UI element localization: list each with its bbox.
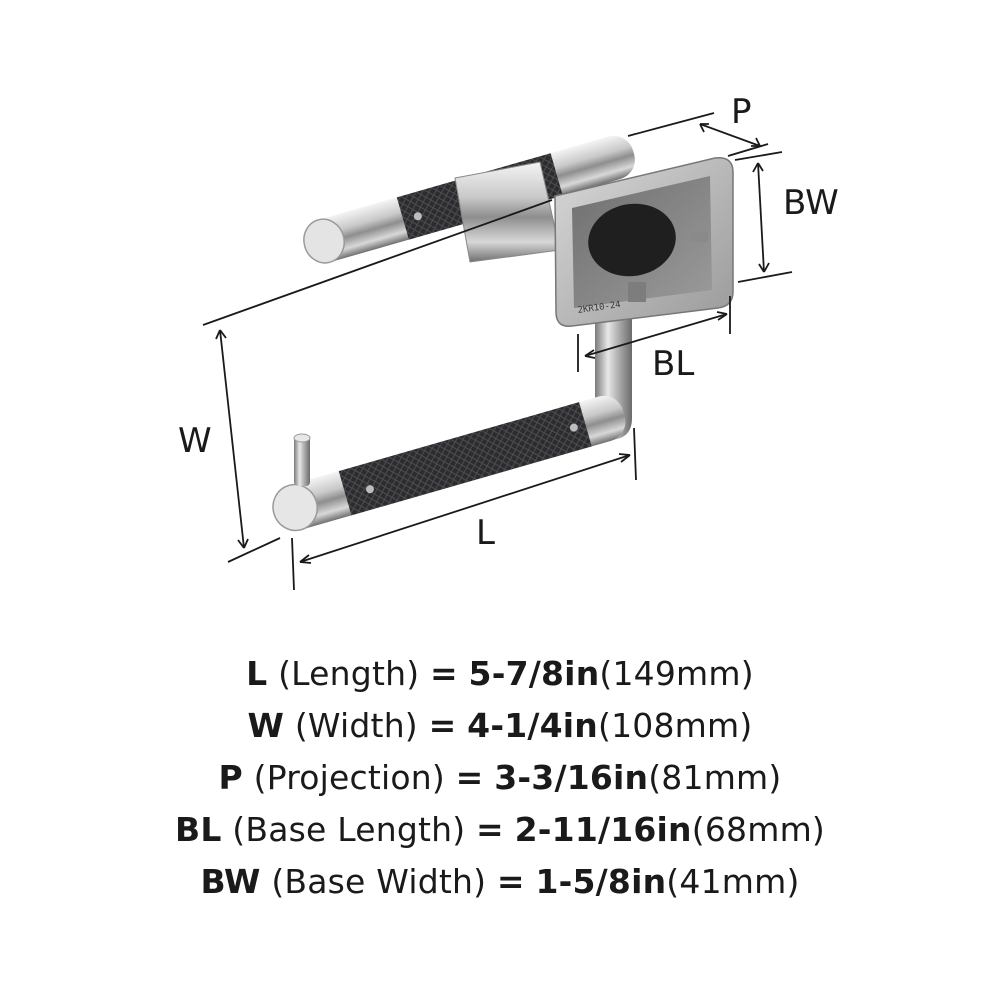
spec-equals: =: [429, 654, 458, 693]
spec-equals: =: [496, 862, 525, 901]
label-l: L: [476, 513, 495, 553]
dimension-bl: [577, 296, 731, 372]
spec-code: BW: [200, 862, 261, 901]
label-bw: BW: [783, 183, 839, 223]
spec-imperial: 4-1/4in: [467, 706, 598, 745]
spec-code: BL: [175, 810, 222, 849]
spec-metric: (108mm): [598, 706, 753, 745]
spec-code: W: [247, 706, 285, 745]
label-w: W: [178, 421, 212, 461]
spec-equals: =: [428, 706, 457, 745]
spec-metric: (41mm): [666, 862, 800, 901]
spec-imperial: 1-5/8in: [535, 862, 667, 901]
label-p: P: [731, 92, 752, 132]
dimension-p: [627, 112, 769, 157]
dimension-bw: [734, 151, 793, 283]
spec-description: (Base Width): [271, 862, 487, 901]
wall-base-plate: 2KR10-24: [554, 157, 734, 327]
spec-metric: (149mm): [599, 654, 754, 693]
spec-description: (Length): [278, 654, 420, 693]
dimension-w: [202, 199, 553, 563]
spec-imperial: 5-7/8in: [468, 654, 600, 693]
label-bl: BL: [652, 344, 694, 384]
spec-description: (Base Length): [232, 810, 466, 849]
spec-equals: =: [455, 758, 484, 797]
spec-description: (Projection): [253, 758, 445, 797]
spec-imperial: 3-3/16in: [494, 758, 649, 797]
spec-code: P: [218, 758, 243, 797]
spec-code: L: [246, 654, 268, 693]
toilet-paper-holder-illustration: 2KR10-24: [272, 135, 734, 532]
spec-equals: =: [476, 810, 504, 849]
spec-row-length: L (Length) = 5-7/8in(149mm): [0, 648, 1000, 700]
spec-row-base-length: BL (Base Length) = 2-11/16in(68mm): [0, 804, 1000, 856]
retaining-pin: [294, 436, 310, 486]
spec-row-base-width: BW (Base Width) = 1-5/8in(41mm): [0, 856, 1000, 908]
dimension-l: [291, 427, 637, 591]
spec-description: (Width): [294, 706, 418, 745]
spec-metric: (68mm): [691, 810, 825, 849]
spec-imperial: 2-11/16in: [514, 810, 692, 849]
spec-metric: (81mm): [648, 758, 782, 797]
product-dimension-diagram: 2KR10-24: [178, 92, 839, 591]
spec-row-projection: P (Projection) = 3-3/16in(81mm): [0, 752, 1000, 804]
spec-row-width: W (Width) = 4-1/4in(108mm): [0, 700, 1000, 752]
dimension-specifications: L (Length) = 5-7/8in(149mm) W (Width) = …: [0, 648, 1000, 908]
lower-spindle: [272, 395, 626, 532]
